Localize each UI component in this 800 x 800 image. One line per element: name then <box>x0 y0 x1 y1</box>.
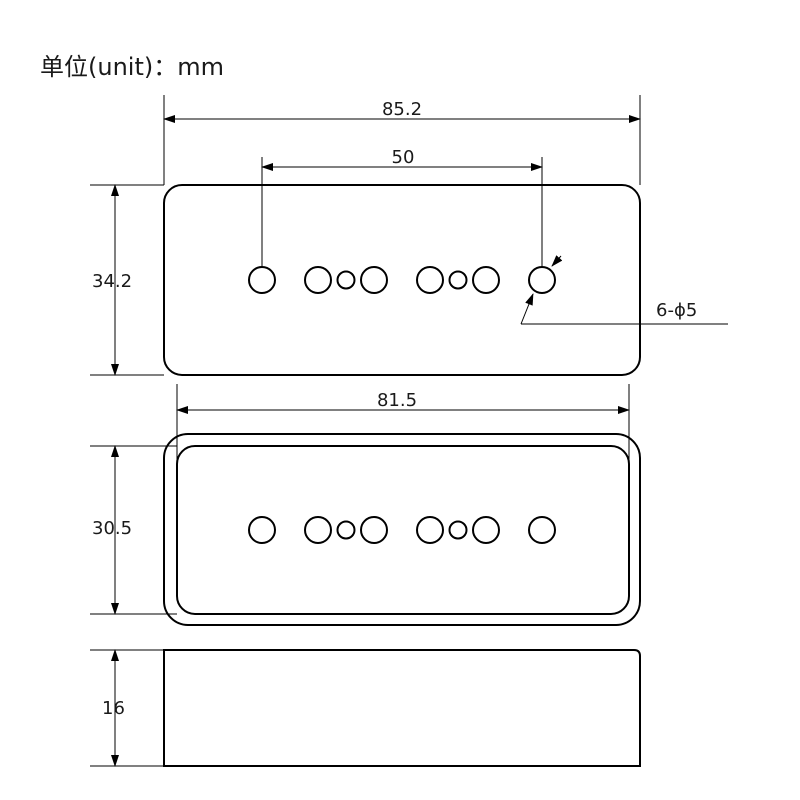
pole-hole <box>472 266 500 294</box>
side-view-outline <box>163 649 641 767</box>
pole-hole <box>416 516 444 544</box>
pole-hole <box>304 516 332 544</box>
side-view: 16 <box>90 649 641 767</box>
width-label: 34.2 <box>92 271 132 292</box>
top-view-outline <box>163 184 641 376</box>
screw-hole <box>336 520 356 540</box>
pole-hole <box>248 266 276 294</box>
pole-hole <box>472 516 500 544</box>
inner-width-label: 30.5 <box>92 518 132 539</box>
pole-span-label: 50 <box>392 147 415 168</box>
height-label: 16 <box>102 698 125 719</box>
top-view: 85.2 50 34.2 6-ϕ5 <box>90 95 728 376</box>
screw-hole <box>448 270 468 290</box>
top-view-holes <box>248 266 556 294</box>
pole-hole <box>416 266 444 294</box>
pole-hole <box>304 266 332 294</box>
inner-view-outer-outline <box>163 433 641 626</box>
pole-hole <box>528 266 556 294</box>
inner-view: 81.5 30.5 <box>90 384 641 626</box>
pole-hole <box>360 266 388 294</box>
pole-hole <box>248 516 276 544</box>
inner-length-label: 81.5 <box>377 390 417 411</box>
callout-arrow-bottom <box>520 293 534 325</box>
screw-hole <box>336 270 356 290</box>
callout-arrow-top <box>551 255 563 267</box>
overall-length-label: 85.2 <box>382 99 422 120</box>
screw-hole <box>448 520 468 540</box>
pole-hole <box>360 516 388 544</box>
unit-label: 单位(unit)：mm <box>40 53 224 81</box>
hole-callout-label: 6-ϕ5 <box>656 300 697 321</box>
pole-hole <box>528 516 556 544</box>
inner-view-holes <box>248 516 556 544</box>
inner-view-inner-outline <box>176 445 630 615</box>
